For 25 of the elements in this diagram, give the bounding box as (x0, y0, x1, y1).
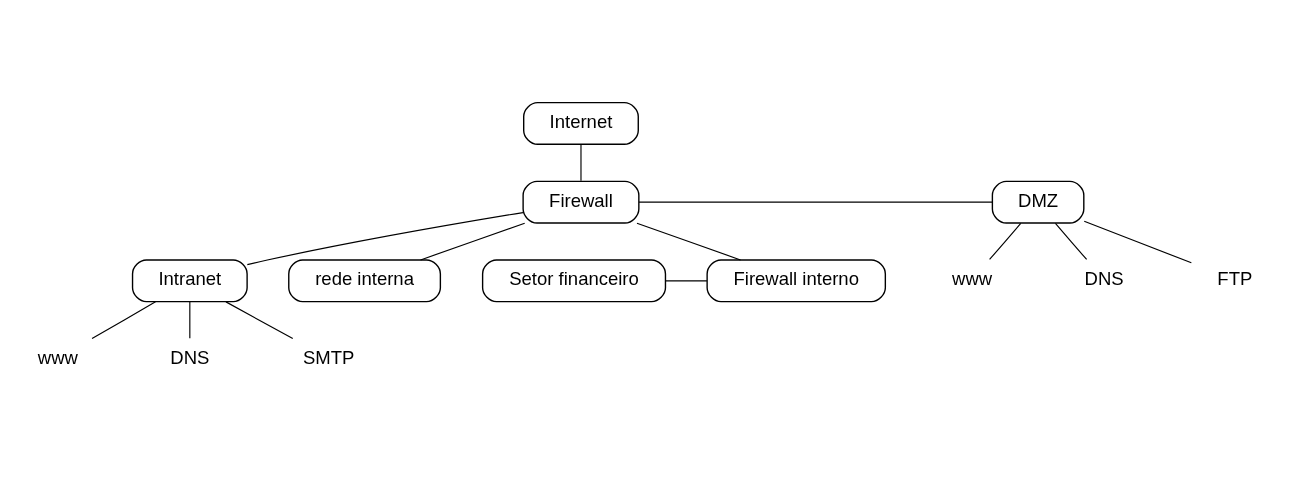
connector (638, 201, 993, 203)
connector (989, 222, 1022, 261)
node-text: SMTP (303, 346, 355, 368)
connector (580, 144, 582, 182)
connector (636, 222, 742, 261)
connector (246, 212, 524, 266)
node-text: FTP (1217, 268, 1253, 290)
connector (420, 222, 526, 261)
node-box: Firewall (522, 180, 640, 224)
node-box: Internet (523, 101, 639, 145)
node-box: Firewall interno (706, 259, 887, 303)
connector (189, 301, 191, 339)
node-text: DNS (1084, 268, 1124, 290)
connector (1083, 220, 1192, 264)
connector (665, 280, 708, 282)
connector (91, 301, 157, 340)
connector (225, 301, 294, 340)
node-text: www (37, 346, 78, 368)
node-box: Intranet (131, 259, 248, 303)
node-box: Setor financeiro (481, 259, 667, 303)
node-text: www (952, 268, 993, 290)
node-text: DNS (170, 346, 210, 368)
connector (1054, 222, 1088, 261)
node-box: rede interna (288, 259, 442, 303)
node-box: DMZ (991, 180, 1085, 224)
